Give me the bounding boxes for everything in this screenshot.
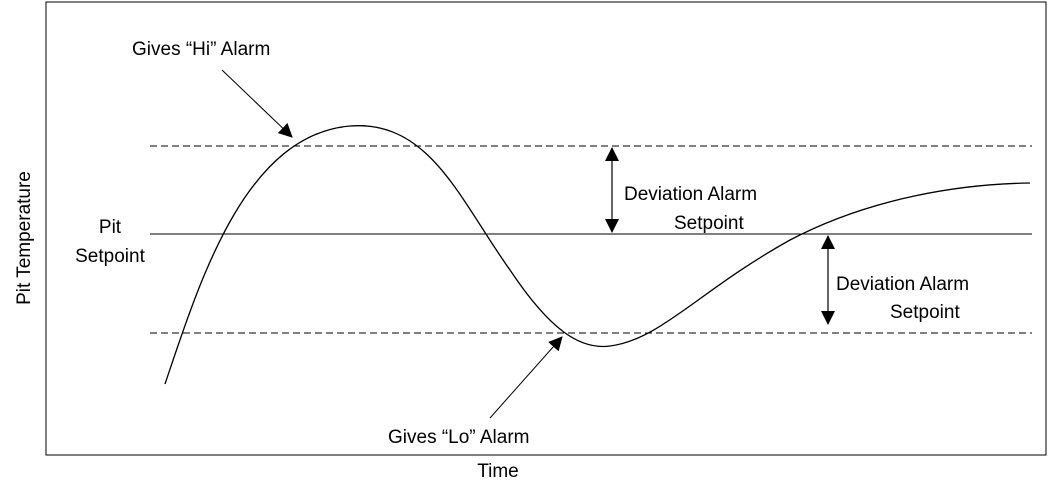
hi-alarm-arrow [221, 69, 293, 138]
deviation-upper-label-line1: Deviation Alarm [624, 184, 757, 205]
lo-alarm-arrow [489, 336, 563, 419]
x-axis-label: Time [477, 461, 519, 482]
setpoint-label-line2: Setpoint [75, 246, 145, 267]
setpoint-label-line1: Pit [99, 217, 122, 238]
deviation-lower-label-line2: Setpoint [890, 302, 960, 323]
deviation-lower-label-line1: Deviation Alarm [836, 274, 969, 295]
deviation-upper-label-line2: Setpoint [674, 213, 744, 234]
lo-alarm-label: Gives “Lo” Alarm [388, 427, 529, 448]
hi-alarm-label: Gives “Hi” Alarm [132, 39, 270, 60]
y-axis-label: Pit Temperature [14, 171, 35, 305]
plot-frame [45, 1, 1047, 456]
temperature-curve [164, 125, 1031, 385]
